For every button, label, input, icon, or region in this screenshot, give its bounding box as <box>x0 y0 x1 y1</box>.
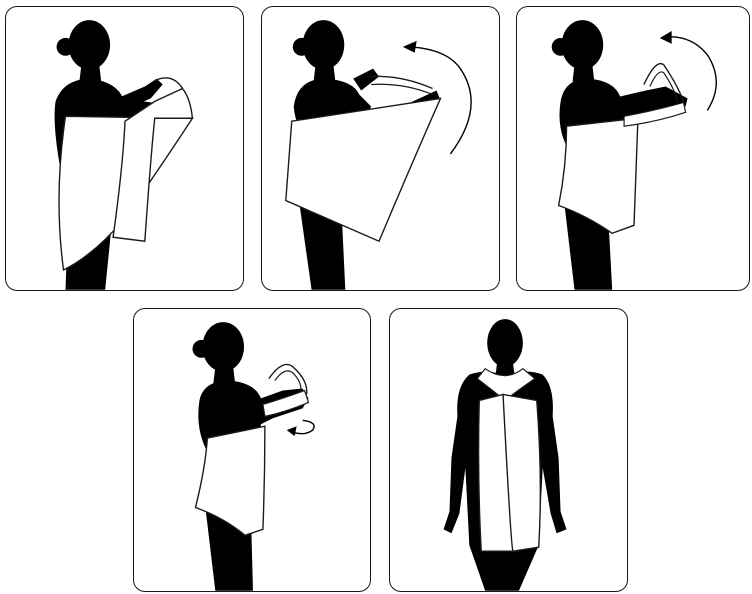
step-5-illustration <box>390 309 627 591</box>
small-circular-arrow-left-icon <box>287 420 314 436</box>
step-3-panel <box>516 6 750 291</box>
step-4-illustration <box>134 309 370 591</box>
step-2-panel <box>261 6 500 291</box>
step-4-panel <box>133 308 371 592</box>
step-5-panel <box>389 308 628 592</box>
step-1-panel <box>5 6 244 291</box>
step-1-illustration <box>6 7 243 290</box>
step-2-illustration <box>262 7 499 290</box>
step-3-illustration <box>517 7 749 290</box>
